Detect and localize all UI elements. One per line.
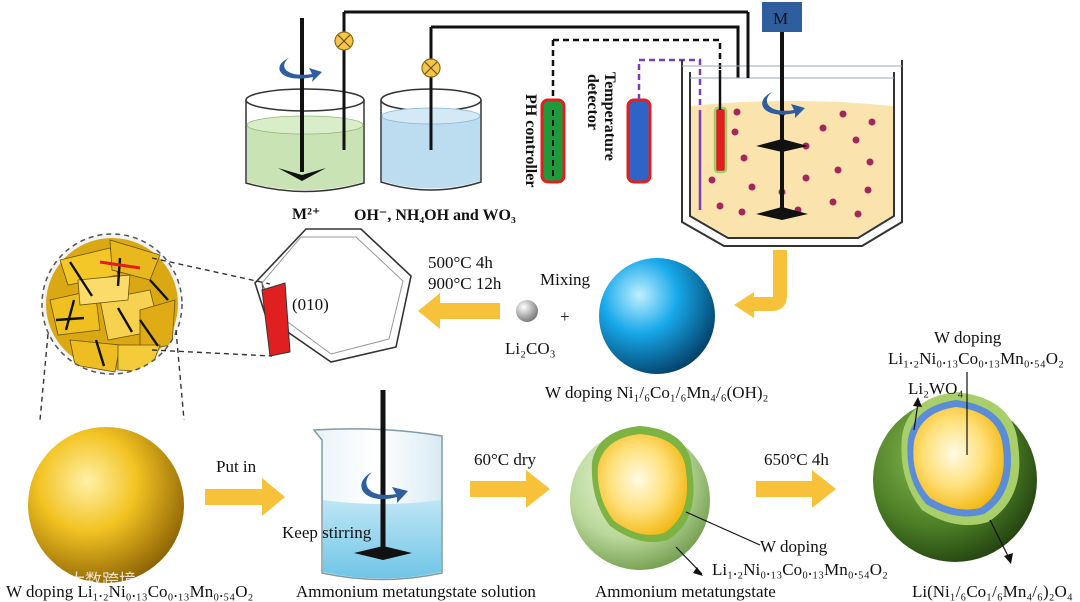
w-doping-mid-pointer <box>685 511 761 546</box>
w-doping-mid-label-2: Li₁.₂Ni₀.₁₃Co₀.₁₃Mn₀.₅₄O₂ <box>712 560 888 579</box>
w-doping-top-label-2: Li₁.₂Ni₀.₁₃Co₀.₁₃Mn₀.₅₄O₂ <box>888 349 1064 368</box>
dry-arrow <box>470 470 550 508</box>
temperature-detector-label-2: detector <box>584 74 601 130</box>
li2wo4-label: Li₂WO₄ <box>908 379 963 398</box>
spinel-label: Li(Ni₁/₆Co₁/₆Mn₄/₆)₂O₄ <box>912 582 1073 601</box>
stir-arrow-icon <box>279 58 322 82</box>
w-doping-top-label-1: W doping <box>934 328 1002 347</box>
calcination-label-1: 500°C 4h <box>428 253 493 272</box>
dry-label: 60°C dry <box>474 450 537 469</box>
temperature-detector-label-1: Temperature <box>601 72 618 161</box>
final-particle <box>873 392 1037 562</box>
zoom-guide-line <box>39 333 49 421</box>
ph-controller <box>540 38 722 184</box>
precipitant-beaker <box>380 25 740 191</box>
watermark: 大数跨境 <box>68 571 136 591</box>
zoom-guide-line <box>151 349 273 357</box>
reactor-to-precursor-arrow <box>752 250 787 311</box>
bottom-sphere-label: W doping Li₁.₂Ni₀.₁₃Co₀.₁₃Mn₀.₅₄O₂ <box>6 582 253 601</box>
valve-icon <box>334 31 354 51</box>
metal-ion-beaker <box>245 10 748 193</box>
zoom-guide-line <box>175 329 185 421</box>
precipitant-label: OH⁻, NH₄OH and WO₃ <box>354 207 516 224</box>
li2co3-label: Li₂CO₃ <box>505 339 556 358</box>
reactor <box>681 12 903 247</box>
mixing-label: Mixing <box>540 270 591 289</box>
put-in-label: Put in <box>216 457 257 476</box>
ph-controller-label: PH controller <box>522 94 539 187</box>
crystal-facet-diagram <box>254 228 412 363</box>
anneal-label: 650°C 4h <box>764 450 829 469</box>
calcination-label-2: 900°C 12h <box>428 274 502 293</box>
keep-stirring-label: Keep stirring <box>282 523 372 542</box>
solution-label: Ammonium metatungstate solution <box>296 582 536 601</box>
metal-ion-label: M²⁺ <box>292 206 320 223</box>
stirring-beaker <box>312 390 443 581</box>
precursor-label: W doping Ni₁/₆Co₁/₆Mn₄/₆(OH)₂ <box>545 383 768 402</box>
gold-sphere <box>28 427 184 583</box>
li2co3-particle <box>516 300 538 322</box>
calcination-arrow <box>418 293 500 329</box>
li2wo4-pointer <box>913 402 919 431</box>
facet-label: (010) <box>292 295 329 314</box>
w-doping-mid-label-1: W doping <box>760 537 828 556</box>
particle-zoom-circle <box>41 233 183 375</box>
facet-010 <box>261 282 291 357</box>
spinel-pointer <box>989 519 1011 561</box>
anneal-arrow <box>756 470 836 508</box>
valve-icon <box>421 58 441 78</box>
metatungstate-label: Ammonium metatungstate <box>595 582 776 601</box>
motor-icon: M <box>762 2 802 32</box>
precursor-particle <box>599 258 715 374</box>
stir-arrow-icon <box>762 92 805 118</box>
plus-sign: + <box>560 307 570 326</box>
coated-particle <box>570 426 710 570</box>
stir-arrow-icon <box>361 472 408 503</box>
put-in-arrow <box>205 478 285 516</box>
motor-label: M <box>773 9 788 28</box>
zoom-guide-line <box>151 257 271 285</box>
